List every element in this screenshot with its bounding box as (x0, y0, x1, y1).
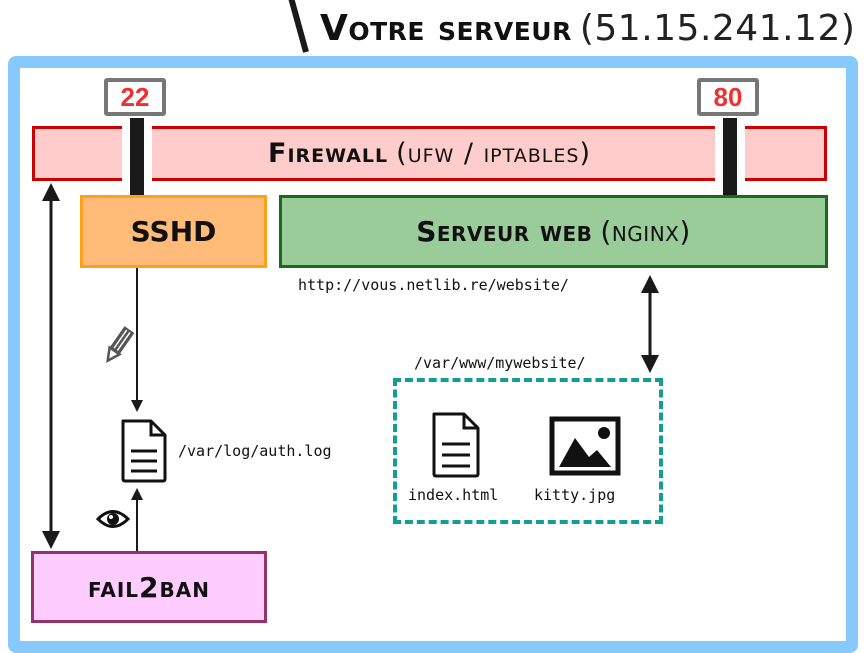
port-22-post (130, 118, 144, 196)
firewall-label: Firewall (268, 138, 389, 169)
fail2ban-box: fail2ban (31, 551, 267, 623)
auth-log-path: /var/log/auth.log (178, 442, 332, 460)
webroot-folder (393, 378, 663, 524)
pencil-icon (106, 326, 135, 364)
port-22-badge: 22 (104, 78, 166, 116)
image-icon (549, 416, 621, 476)
port-80-badge: 80 (697, 78, 759, 116)
webroot-path: /var/www/mywebsite/ (414, 354, 586, 372)
document-icon (432, 412, 480, 478)
eye-icon (96, 510, 130, 528)
sshd-label: SSHD (130, 215, 217, 248)
file-name: index.html (408, 486, 499, 504)
port-80-post (723, 118, 737, 196)
firewall-box: Firewall (ufw / iptables) (32, 126, 827, 181)
sshd-box: SSHD (80, 195, 267, 268)
server-title-label: Votre serveur (320, 8, 572, 49)
document-icon (121, 419, 167, 483)
file-name: kitty.jpg (534, 486, 616, 504)
website-url: http://vous.netlib.re/website/ (298, 276, 569, 294)
server-ip: (51.15.241.12) (579, 8, 856, 49)
webserver-label: Serveur web (416, 215, 593, 248)
firewall-sub-label: (ufw / iptables) (396, 138, 591, 169)
webserver-box: Serveur web (nginx) (279, 195, 828, 268)
title-connector-line (288, 0, 309, 53)
fail2ban-label: fail2ban (88, 570, 210, 604)
server-title: Votre serveur(51.15.241.12) (320, 8, 855, 49)
webserver-sub-label: (nginx) (600, 215, 691, 248)
